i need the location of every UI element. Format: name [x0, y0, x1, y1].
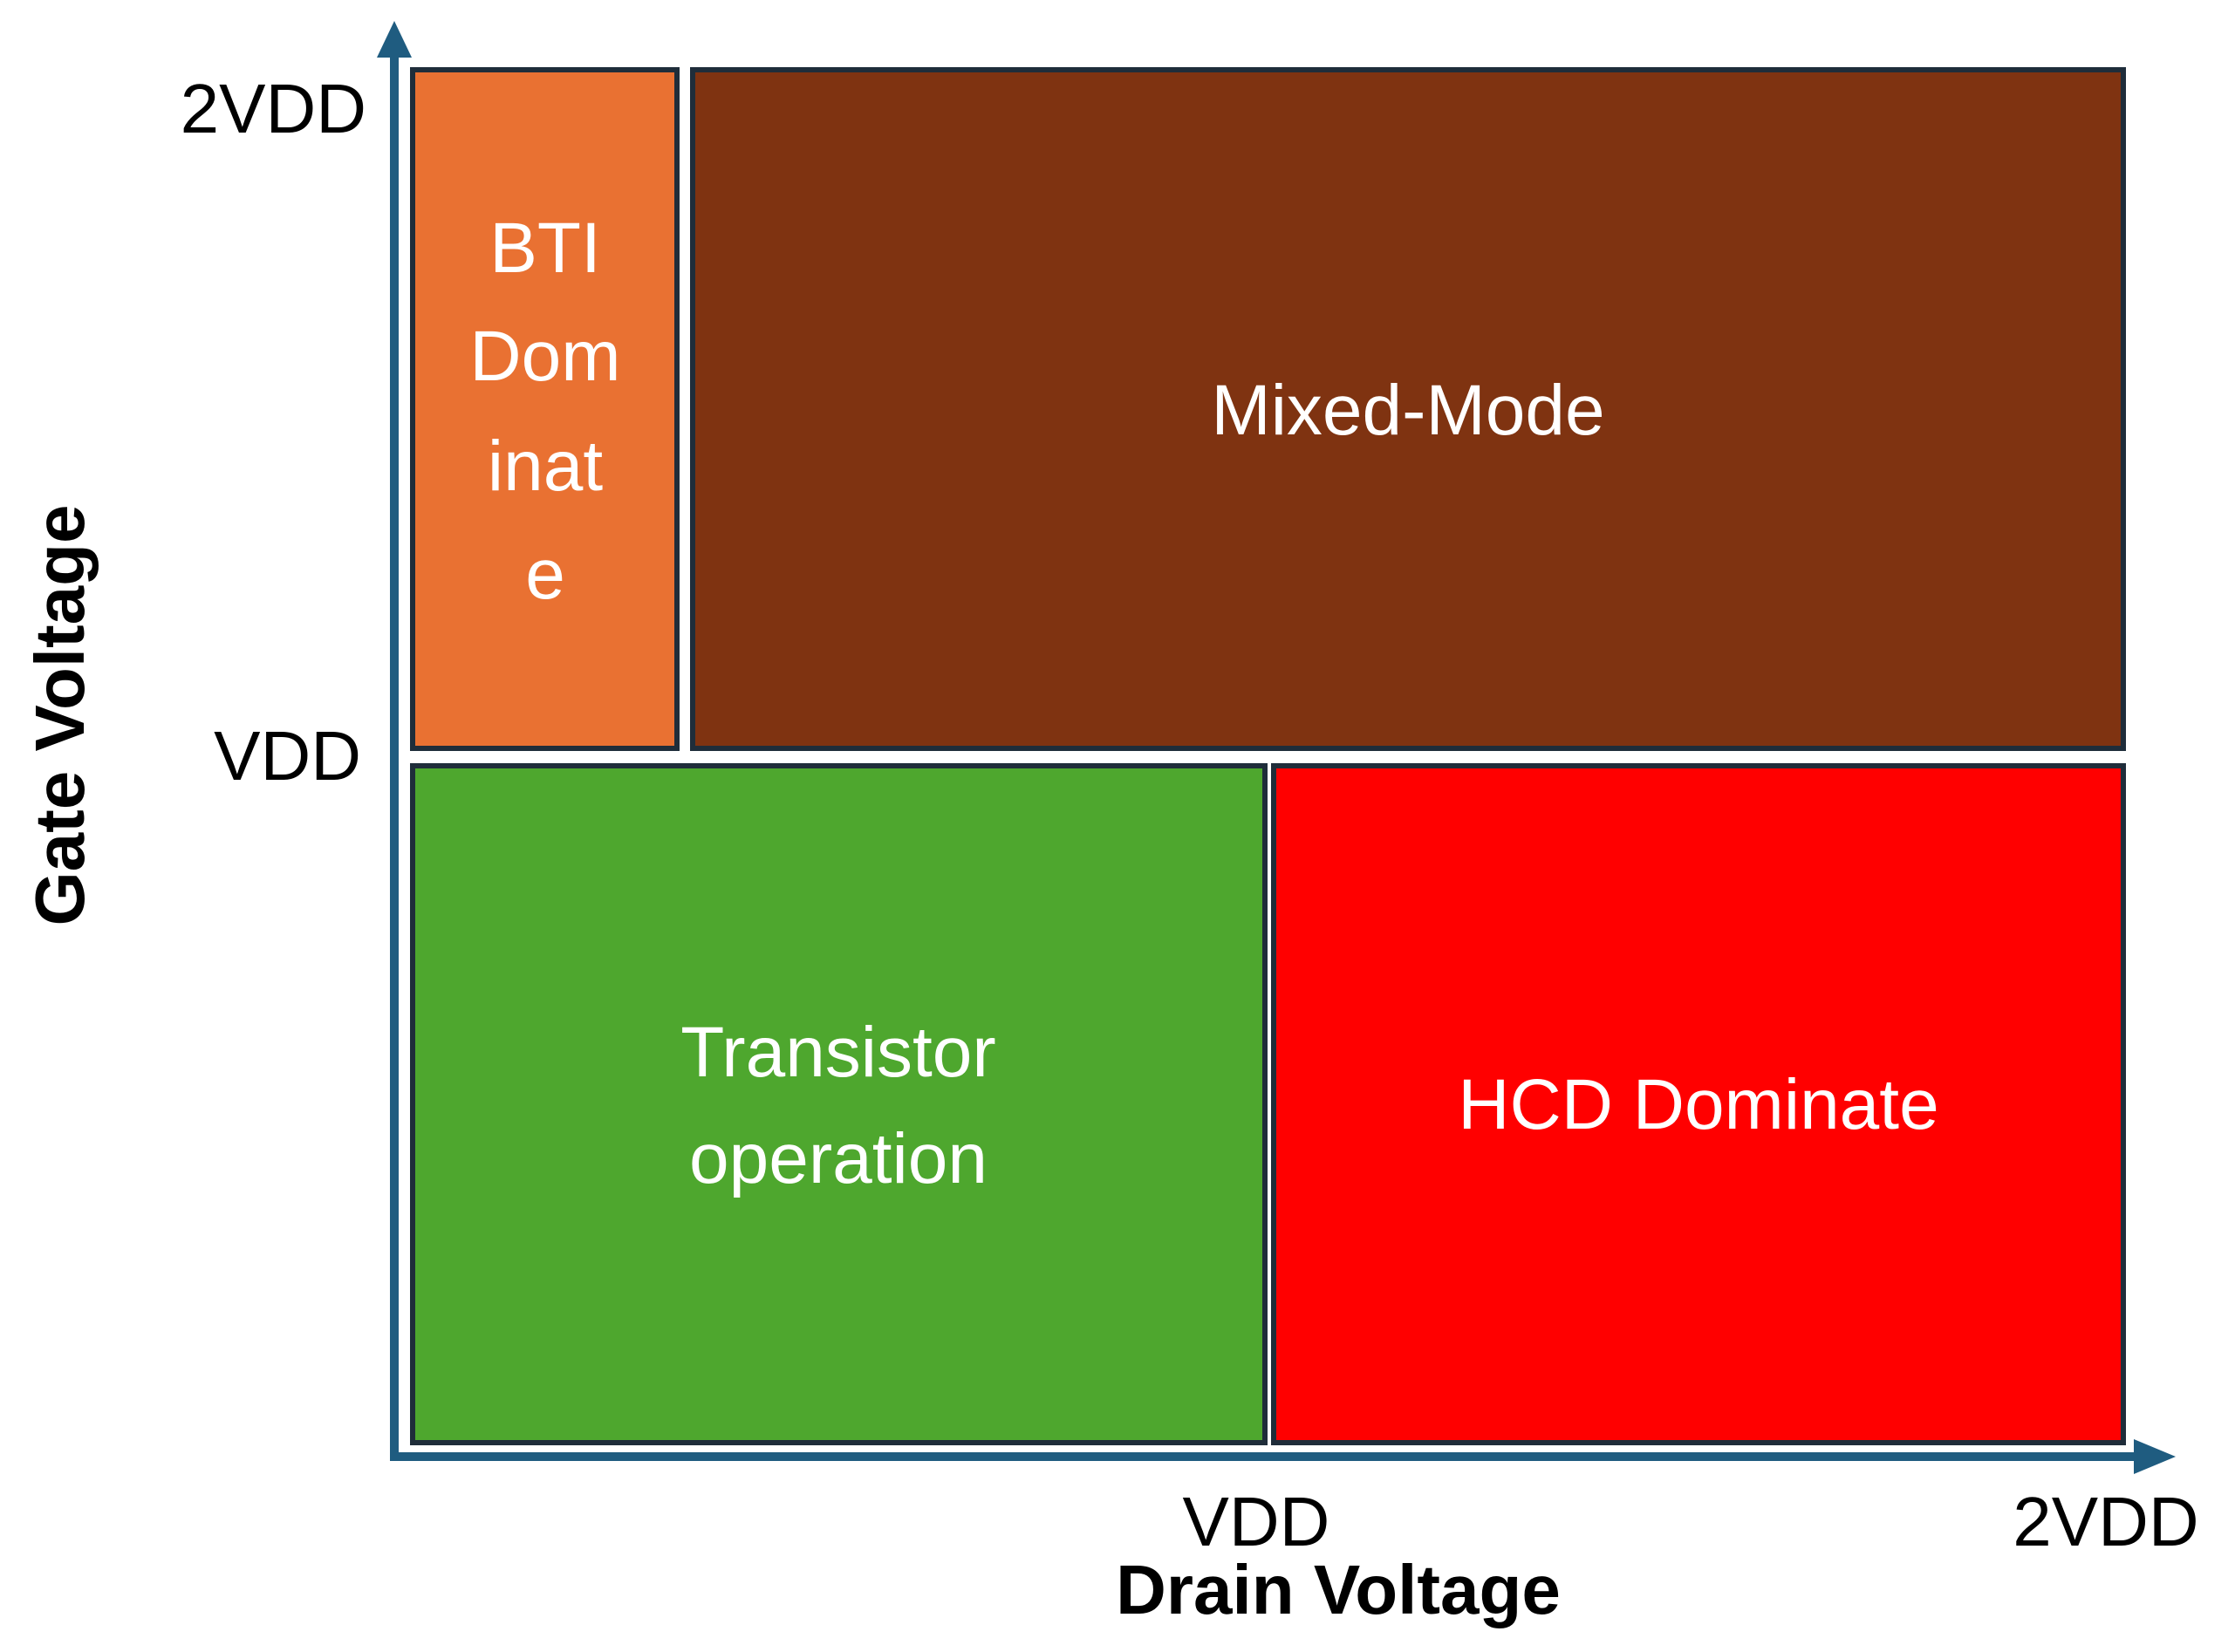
y-axis-title: Gate Voltage — [21, 504, 99, 925]
transistor-label-line-1: Transistor — [680, 1013, 995, 1092]
x-axis-arrowhead — [2134, 1439, 2176, 1474]
hcd-dominate-label: HCD Dominate — [1458, 1065, 1938, 1144]
y-tick-vdd: VDD — [214, 717, 361, 795]
x-tick-2vdd: 2VDD — [2013, 1483, 2198, 1560]
transistor-operation-region — [410, 763, 1268, 1445]
y-axis-arrowhead — [377, 21, 412, 58]
x-axis-title: Drain Voltage — [1116, 1551, 1561, 1628]
mixed-mode-label: Mixed-Mode — [1211, 371, 1604, 450]
hcd-dominate-region — [1271, 763, 2126, 1445]
y-tick-2vdd: 2VDD — [181, 70, 366, 147]
bti-label-line-1: BTI — [489, 208, 601, 288]
x-tick-vdd: VDD — [1183, 1483, 1330, 1560]
bti-label-line-2: Dom — [469, 317, 620, 396]
bti-dominate-region — [410, 67, 680, 751]
bti-label-line-3: inat — [488, 427, 603, 506]
bti-label-line-4: e — [525, 535, 565, 614]
transistor-label-line-2: operation — [689, 1119, 988, 1198]
mixed-mode-region — [690, 67, 2126, 751]
